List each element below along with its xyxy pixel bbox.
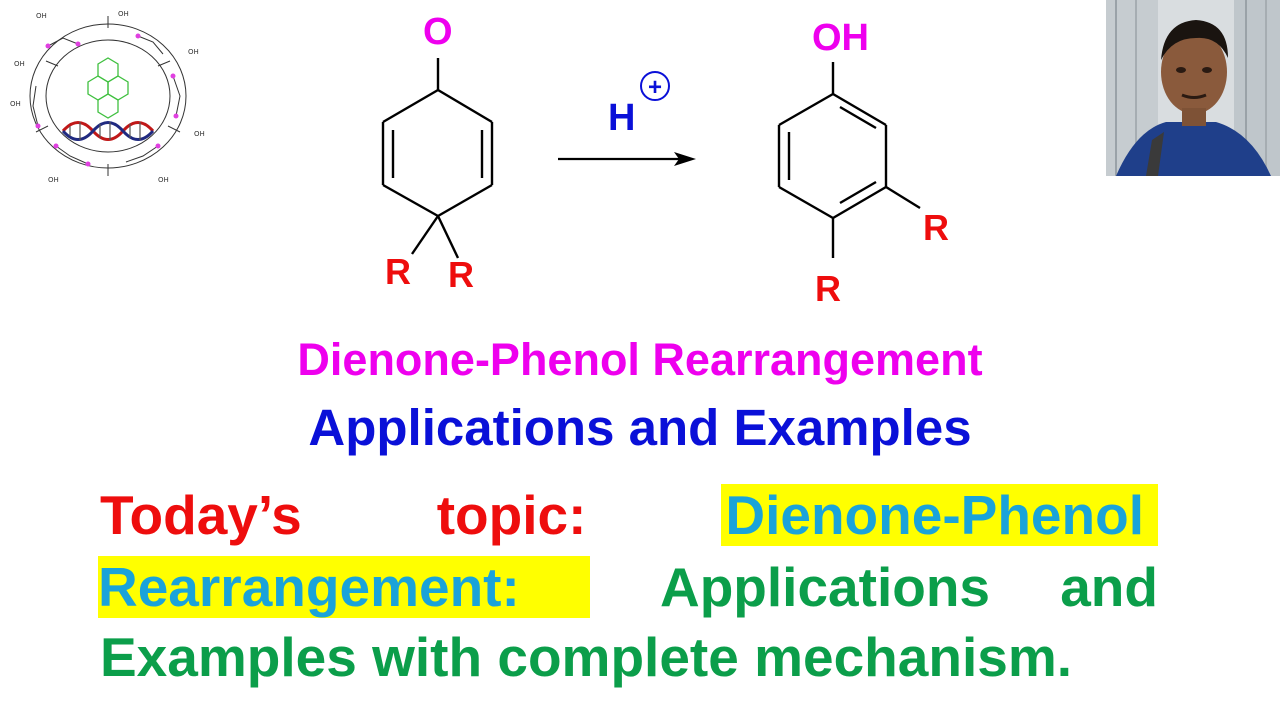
description-line-2: Rearrangement: Applications and bbox=[98, 556, 1158, 618]
description-word-applications: Applications bbox=[659, 556, 991, 618]
reactant-r-left: R bbox=[385, 251, 411, 292]
presenter-photo bbox=[1106, 0, 1280, 176]
main-title: Dienone-Phenol Rearrangement bbox=[297, 334, 983, 385]
svg-text:OH: OH bbox=[118, 10, 129, 18]
highlighted-topic-name: Dienone-Phenol bbox=[721, 484, 1158, 546]
svg-text:OH: OH bbox=[158, 176, 169, 184]
svg-text:OH: OH bbox=[14, 60, 25, 68]
product-r-para: R bbox=[815, 268, 841, 309]
oxygen-dots bbox=[35, 33, 179, 167]
carbonyl-oxygen-label: O bbox=[423, 11, 453, 53]
svg-text:OH: OH bbox=[10, 100, 21, 108]
description-line-3: Examples with complete mechanism. bbox=[100, 626, 1158, 688]
dna-helix bbox=[61, 121, 155, 141]
positive-charge-sign: + bbox=[648, 74, 662, 101]
reactant-dienone bbox=[381, 58, 494, 259]
description-word-and: and bbox=[1060, 556, 1158, 618]
catalyst-proton-label: H bbox=[608, 97, 635, 139]
cyclodextrin-logo: OH OH OH OH OH OH OH OH bbox=[10, 10, 205, 184]
product-r-meta: R bbox=[923, 207, 949, 248]
svg-text:OH: OH bbox=[36, 12, 47, 20]
reactant-r-right: R bbox=[448, 254, 474, 295]
svg-text:OH: OH bbox=[194, 130, 205, 138]
positive-charge-circle bbox=[640, 71, 670, 101]
product-phenol bbox=[777, 62, 921, 258]
reaction-scheme: O R R H + OH R R bbox=[381, 11, 949, 309]
svg-text:OH: OH bbox=[188, 48, 199, 56]
subtitle: Applications and Examples bbox=[308, 399, 972, 456]
description-tail: Examples with complete mechanism. bbox=[100, 626, 1073, 688]
svg-text:OH: OH bbox=[48, 176, 59, 184]
description-line-1: Today’s topic: Dienone-Phenol bbox=[100, 484, 1158, 546]
oh-labels: OH OH OH OH OH OH OH OH bbox=[10, 10, 205, 184]
hydroxyl-label: OH bbox=[812, 17, 869, 59]
description-word-todays: Today’s bbox=[100, 484, 302, 546]
description-word-topic: topic: bbox=[436, 484, 587, 546]
pyrene-guest bbox=[87, 57, 129, 119]
cyclodextrin-ring bbox=[29, 16, 187, 176]
reaction-arrow bbox=[558, 152, 696, 166]
highlighted-topic-rearrangement: Rearrangement: bbox=[98, 556, 590, 618]
